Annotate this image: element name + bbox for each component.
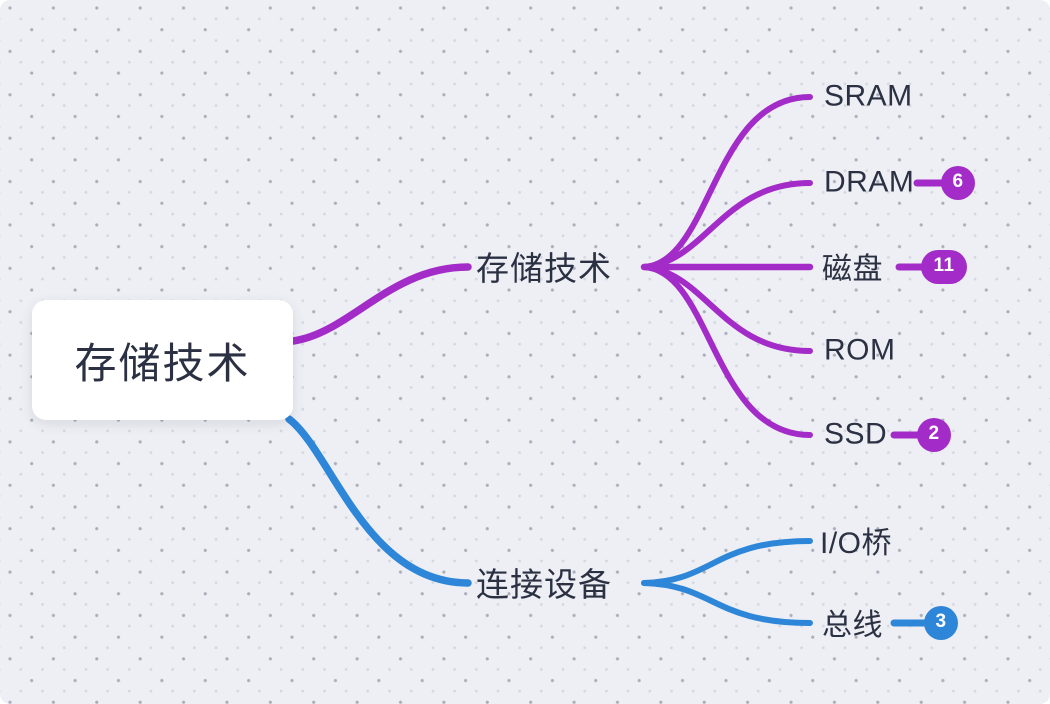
node-root[interactable]: 存储技术 [32,300,293,420]
node-leaf-iobridge[interactable]: I/O桥 [820,527,893,561]
edge-root-to-devices [285,415,472,587]
node-leaf-ssd[interactable]: SSD [824,417,888,451]
node-branch-storage[interactable]: 存储技术 [476,250,612,288]
badge-shape-ssd[interactable] [917,418,951,452]
node-leaf-sram[interactable]: SRAM [824,79,913,113]
node-leaf-rom[interactable]: ROM [824,333,896,367]
badge-shape-bus[interactable] [924,606,958,640]
badge-count-dram[interactable]: 6 [952,171,964,193]
badge-count-disk[interactable]: 11 [933,255,955,277]
edge-devices-to-bus [641,580,813,626]
edge-storage-to-sram [641,94,813,270]
badge-shape-dram[interactable] [941,166,975,200]
node-root-label: 存储技术 [74,339,251,387]
edge-storage-to-dram [641,180,813,270]
badge-count-ssd[interactable]: 2 [928,423,940,445]
badge-shape-disk[interactable] [921,250,967,284]
edge-storage-to-ssd [641,264,813,438]
node-leaf-dram[interactable]: DRAM [824,165,915,199]
edge-devices-to-iobridge [641,538,813,586]
badge-count-bus[interactable]: 3 [935,611,947,633]
node-leaf-disk[interactable]: 磁盘 [822,253,883,287]
node-branch-devices[interactable]: 连接设备 [476,566,612,604]
node-leaf-bus[interactable]: 总线 [822,609,883,643]
edge-root-to-storage [289,263,472,345]
